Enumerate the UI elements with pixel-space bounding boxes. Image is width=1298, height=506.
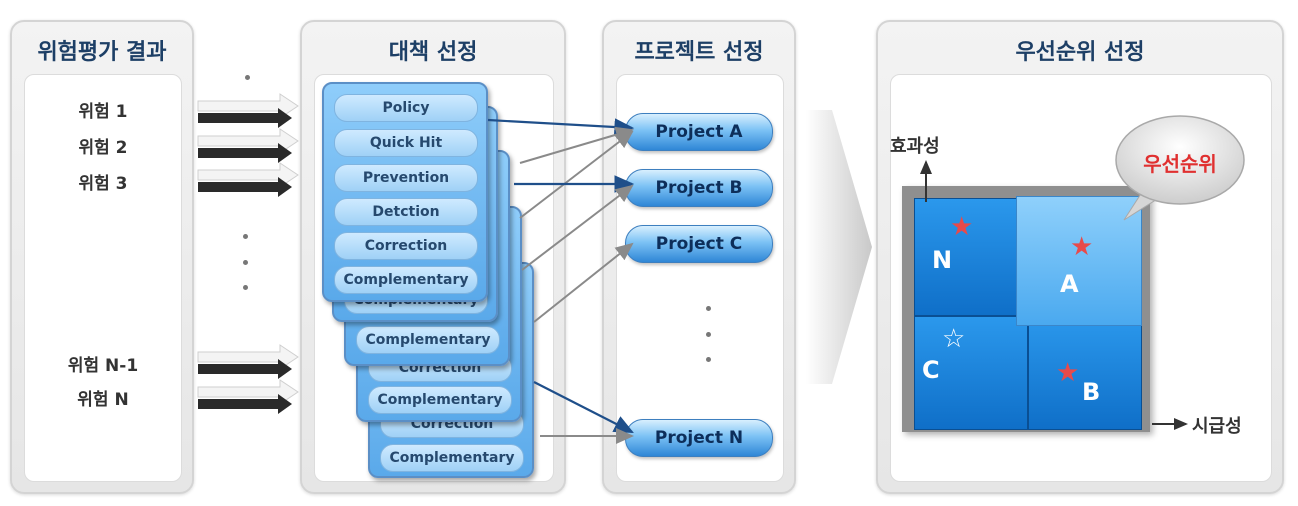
- risk-arrow-3: [197, 162, 299, 197]
- risk-item-3: 위험 3: [78, 174, 128, 194]
- card-pill: Complementary: [368, 386, 512, 414]
- card-pill: Complementary: [380, 444, 524, 472]
- risk-ellipsis-dot-1: [243, 234, 248, 239]
- risk-panel-title: 위험평가 결과: [37, 40, 167, 65]
- star-icon: ☆: [942, 324, 966, 354]
- project-ellipsis-dot-3: [706, 357, 711, 362]
- project-b-pill: Project B: [625, 169, 773, 207]
- project-ellipsis-dot-1: [706, 306, 711, 311]
- star-icon: ★: [950, 212, 974, 242]
- priority-panel-title: 우선순위 선정: [1015, 40, 1145, 65]
- risk-item-1: 위험 1: [78, 102, 128, 122]
- risk-arrow-n-1: [197, 344, 299, 379]
- ellipsis-dot: [245, 75, 250, 80]
- priority-bubble-label: 우선순위: [1143, 152, 1217, 176]
- star-icon: ★: [1056, 358, 1080, 388]
- risk-assessment-panel: 위험평가 결과 위험 1 위험 2 위험 3 위험 N-1 위험 N: [10, 20, 250, 494]
- risk-item-n-1: 위험 N-1: [67, 356, 139, 376]
- project-panel: 프로젝트 선정 Project A Project B Project C Pr…: [602, 20, 796, 494]
- cube-n: [914, 198, 1028, 316]
- risk-item-n: 위험 N: [77, 390, 129, 410]
- project-n-pill: Project N: [625, 419, 773, 457]
- risk-arrow-1: [197, 93, 299, 128]
- risk-item-2: 위험 2: [78, 138, 128, 158]
- cube-c: [914, 316, 1028, 430]
- card-item-policy: Policy: [334, 94, 478, 122]
- big-chevron-arrow: [806, 110, 872, 384]
- cube-label-a: A: [1060, 270, 1079, 298]
- countermeasure-panel-title: 대책 선정: [388, 40, 478, 65]
- countermeasure-card-front: Policy Quick Hit Prevention Detction Cor…: [322, 82, 488, 302]
- risk-ellipsis-dot-3: [243, 285, 248, 290]
- risk-ellipsis-dot-2: [243, 260, 248, 265]
- card-pill: Complementary: [356, 326, 500, 354]
- card-item-complementary: Complementary: [334, 266, 478, 294]
- cube-label-c: C: [922, 356, 940, 384]
- risk-arrow-n: [197, 379, 299, 414]
- card-item-prevention: Prevention: [334, 164, 478, 192]
- card-item-detection: Detction: [334, 198, 478, 226]
- project-a-pill: Project A: [625, 113, 773, 151]
- cube-b: [1028, 316, 1142, 430]
- x-axis-label: 시급성: [1192, 416, 1242, 437]
- risk-arrow-2: [197, 128, 299, 163]
- risk-list-area: 위험 1 위험 2 위험 3 위험 N-1 위험 N: [24, 74, 250, 482]
- project-ellipsis-dot-2: [706, 332, 711, 337]
- cube-a: [1016, 196, 1142, 326]
- card-item-quick-hit: Quick Hit: [334, 129, 478, 157]
- priority-matrix: N A C B ★ ★ ☆ ★: [902, 186, 1152, 436]
- project-c-pill: Project C: [625, 225, 773, 263]
- card-item-correction: Correction: [334, 232, 478, 260]
- cube-label-n: N: [932, 246, 953, 274]
- star-icon: ★: [1070, 232, 1094, 262]
- cube-label-b: B: [1082, 378, 1101, 406]
- project-panel-title: 프로젝트 선정: [634, 40, 764, 65]
- y-axis-label: 효과성: [890, 136, 940, 157]
- project-area: Project A Project B Project C Project N: [616, 74, 784, 482]
